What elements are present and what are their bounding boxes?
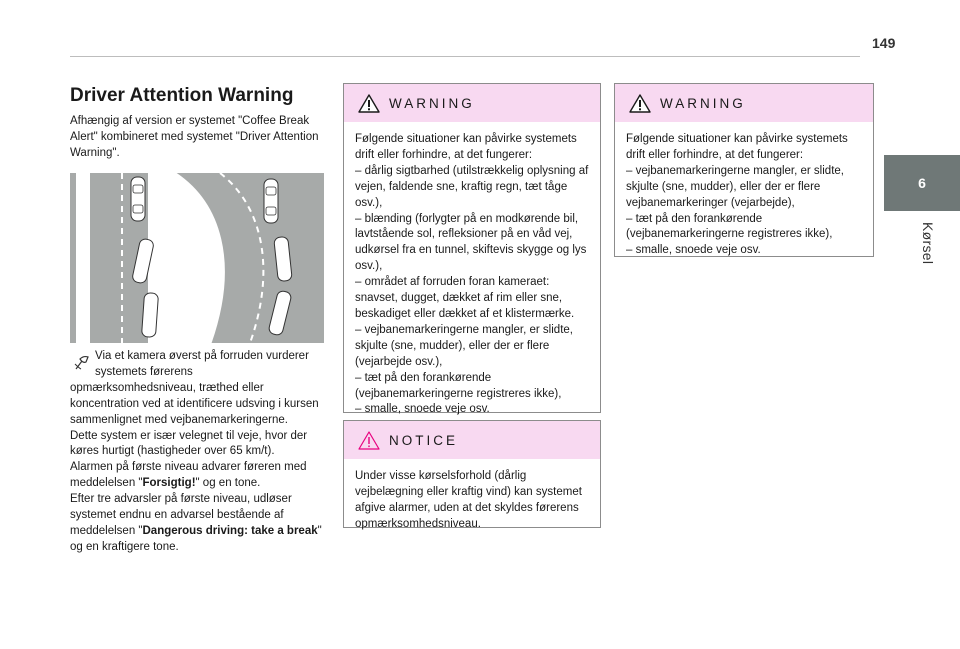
warning2-line: – tæt på den forankørende (vejbanemarker…: [626, 212, 833, 241]
column-driver-attention: Driver Attention Warning Afhængig af ver…: [70, 85, 330, 556]
chapter-tab[interactable]: 6: [884, 155, 960, 211]
notice-text: Under visse kørselsforhold (dårlig vejbe…: [355, 470, 582, 530]
intro-paragraph: Afhængig af version er systemet "Coffee …: [70, 115, 319, 159]
warning1-line: – blænding (forlygter på en modkørende b…: [355, 212, 587, 273]
warning2-line: Følgende situationer kan påvirke systeme…: [626, 133, 848, 161]
body-text: Via et kamera øverst på forruden vurdere…: [70, 349, 330, 556]
body-line-6: Efter tre advarsler på første niveau, ud…: [70, 493, 322, 553]
warning1-line: – dårlig sigtbarhed (utilstrækkelig oply…: [355, 164, 589, 209]
body-line-3: opmærksomhedsniveau, træthed eller konce…: [70, 381, 319, 426]
warning-label-1: WARNING: [389, 95, 475, 111]
warning-box-1: WARNING Følgende situationer kan påvirke…: [343, 83, 601, 415]
camera-icon: [74, 356, 89, 370]
alert-message-2: Dangerous driving: take a break: [142, 524, 318, 537]
notice-triangle-icon: [358, 430, 380, 450]
notice-box: NOTICE Under visse kørselsforhold (dårli…: [343, 420, 601, 530]
notice-header: NOTICE: [344, 421, 600, 459]
warning1-line: Følgende situationer kan påvirke systeme…: [355, 133, 577, 161]
body-line-2: systemets førerens: [95, 365, 193, 378]
warning1-line: – tæt på den forankørende (vejbanemarker…: [355, 371, 562, 400]
warning2-line: – smalle, snoede veje osv.: [626, 244, 761, 257]
warning2-line: – vejbanemarkeringerne mangler, er slidt…: [626, 164, 844, 209]
chapter-tab-gap: [884, 211, 960, 214]
top-rule: [70, 56, 860, 57]
chapter-number: 6: [918, 175, 926, 191]
warning-body-1: Følgende situationer kan påvirke systeme…: [344, 122, 600, 418]
lane-drift-illustration: [70, 173, 324, 343]
section-title: Driver Attention Warning: [70, 85, 294, 106]
warning-header-1: WARNING: [344, 84, 600, 122]
notice-label: NOTICE: [389, 432, 459, 448]
warning-label-2: WARNING: [660, 95, 746, 111]
warning-triangle-icon: [358, 93, 380, 113]
body-line-1: Via et kamera øverst på forruden vurdere…: [95, 350, 309, 362]
page-number: 149: [872, 35, 896, 51]
warning1-line: – vejbanemarkeringerne mangler, er slidt…: [355, 323, 573, 368]
warning-header-2: WARNING: [615, 84, 873, 122]
warning1-line: – området af forruden foran kameraet: sn…: [355, 276, 575, 320]
warning-box-2: WARNING Følgende situationer kan påvirke…: [614, 83, 874, 257]
chapter-label: Kørsel: [920, 222, 936, 265]
warning-triangle-icon: [629, 93, 651, 113]
warning1-line: – smalle, snoede veje osv.: [355, 403, 490, 416]
body-line-4: Dette system er især velegnet til veje, …: [70, 429, 308, 458]
notice-body: Under visse kørselsforhold (dårlig vejbe…: [344, 459, 600, 533]
body-line-5: Alarmen på første niveau advarer føreren…: [70, 461, 307, 490]
warning-body-2: Følgende situationer kan påvirke systeme…: [615, 122, 873, 259]
alert-message-1: Forsigtig!: [142, 477, 196, 490]
